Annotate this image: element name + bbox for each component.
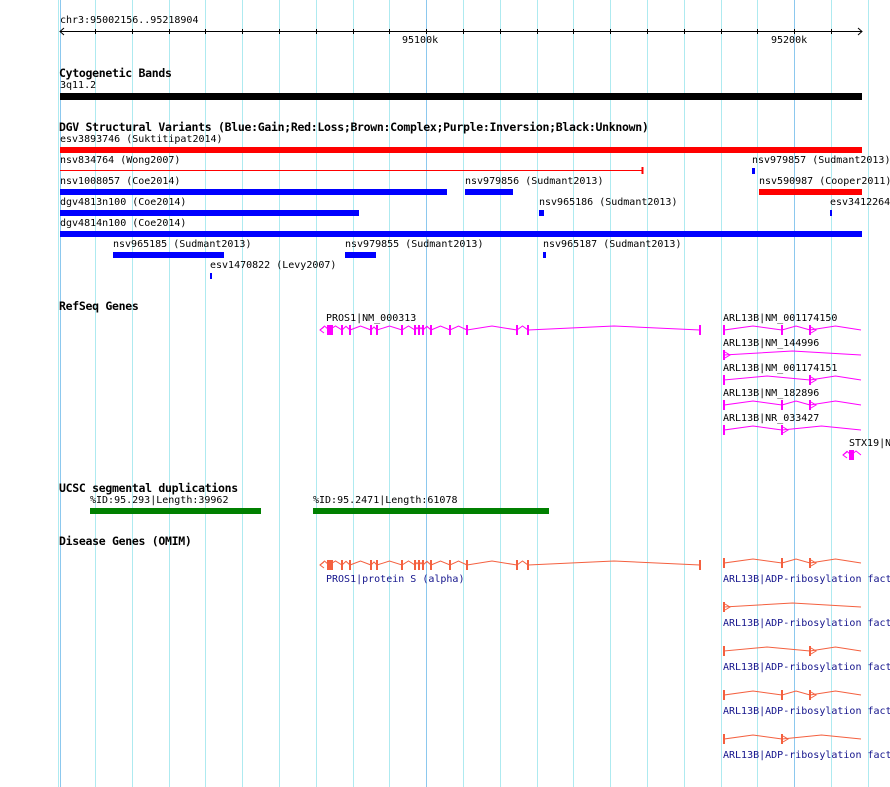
feature-label[interactable]: nsv834764 (Wong2007) bbox=[60, 155, 181, 166]
feature-label[interactable]: dgv4813n100 (Coe2014) bbox=[60, 197, 187, 208]
sv-bar[interactable] bbox=[759, 189, 862, 195]
gene-label[interactable]: STX19|N bbox=[849, 438, 890, 449]
feature-label[interactable]: esv3893746 (Suktitipat2014) bbox=[60, 134, 223, 145]
omim-gene-label[interactable]: ARL13B|ADP-ribosylation fact bbox=[723, 750, 890, 761]
gene-glyph[interactable] bbox=[723, 375, 862, 385]
intron-line bbox=[723, 325, 862, 331]
track-title-cytogenetic-bands: Cytogenetic Bands bbox=[59, 66, 172, 80]
gene-glyph[interactable] bbox=[723, 646, 862, 656]
band-label[interactable]: 3q11.2 bbox=[60, 80, 97, 91]
strand-arrow-icon bbox=[724, 351, 731, 359]
strand-arrow-icon bbox=[810, 691, 817, 699]
gene-glyph[interactable] bbox=[723, 325, 862, 335]
gene-glyph[interactable] bbox=[723, 690, 862, 700]
omim-gene-label[interactable]: ARL13B|ADP-ribosylation fact bbox=[723, 574, 890, 585]
strand-arrow-icon bbox=[319, 561, 325, 569]
segdup-bar[interactable] bbox=[313, 508, 549, 514]
gene-glyph[interactable] bbox=[723, 734, 862, 744]
sv-bar[interactable] bbox=[210, 273, 212, 279]
sv-bar[interactable] bbox=[345, 252, 376, 258]
gene-label[interactable]: ARL13B|NM_001174150 bbox=[723, 313, 838, 324]
omim-gene-label[interactable]: ARL13B|ADP-ribosylation fact bbox=[723, 706, 890, 717]
strand-arrow-icon bbox=[782, 735, 789, 743]
feature-label[interactable]: esv3412264 bbox=[830, 197, 890, 208]
omim-gene-label[interactable]: PROS1|protein S (alpha) bbox=[326, 574, 465, 585]
sv-bar[interactable] bbox=[543, 252, 546, 258]
gene-label[interactable]: ARL13B|NM_001174151 bbox=[723, 363, 838, 374]
region-label: chr3:95002156..95218904 bbox=[60, 15, 199, 26]
sv-bar[interactable] bbox=[60, 147, 862, 153]
gene-glyph[interactable] bbox=[842, 450, 862, 460]
gene-glyph[interactable] bbox=[319, 560, 701, 570]
gene-glyph[interactable] bbox=[723, 602, 862, 612]
intron-line bbox=[319, 560, 701, 566]
feature-label[interactable]: nsv979856 (Sudmant2013) bbox=[465, 176, 604, 187]
sv-bar[interactable] bbox=[60, 189, 447, 195]
sv-bar[interactable] bbox=[752, 168, 755, 174]
intron-line bbox=[723, 558, 862, 564]
exon bbox=[327, 325, 333, 335]
strand-arrow-icon bbox=[842, 451, 848, 459]
intron-line bbox=[723, 350, 862, 356]
sv-bar[interactable] bbox=[60, 210, 359, 216]
gene-label[interactable]: ARL13B|NM_182896 bbox=[723, 388, 820, 399]
sv-bar[interactable] bbox=[60, 231, 862, 237]
feature-label[interactable]: dgv4814n100 (Coe2014) bbox=[60, 218, 187, 229]
intron-line bbox=[723, 400, 862, 406]
gene-glyph[interactable] bbox=[319, 325, 701, 335]
strand-arrow-icon bbox=[810, 401, 817, 409]
feature-label[interactable]: nsv979855 (Sudmant2013) bbox=[345, 239, 484, 250]
feature-label[interactable]: nsv965185 (Sudmant2013) bbox=[113, 239, 252, 250]
gene-label[interactable]: ARL13B|NR_033427 bbox=[723, 413, 820, 424]
exon bbox=[327, 560, 333, 570]
ruler-left-arrow-icon bbox=[59, 27, 65, 36]
feature-label[interactable]: nsv1008057 (Coe2014) bbox=[60, 176, 181, 187]
feature-label[interactable]: nsv590987 (Cooper2011) bbox=[759, 176, 890, 187]
track-title-dgv: DGV Structural Variants (Blue:Gain;Red:L… bbox=[59, 120, 649, 134]
intron-line bbox=[723, 425, 862, 431]
intron-line bbox=[723, 734, 862, 740]
feature-label[interactable]: nsv965187 (Sudmant2013) bbox=[543, 239, 682, 250]
strand-arrow-icon bbox=[810, 376, 817, 384]
feature-label[interactable]: nsv965186 (Sudmant2013) bbox=[539, 197, 678, 208]
intron-line bbox=[319, 325, 701, 331]
gene-label[interactable]: ARL13B|NM_144996 bbox=[723, 338, 820, 349]
segdup-bar[interactable] bbox=[90, 508, 261, 514]
exon bbox=[849, 450, 854, 460]
ruler-tick-label: 95200k bbox=[771, 35, 808, 46]
intron-line bbox=[723, 602, 862, 608]
feature-label[interactable]: esv1470822 (Levy2007) bbox=[210, 260, 337, 271]
strand-arrow-icon bbox=[319, 326, 325, 334]
cytoband-bar[interactable] bbox=[60, 93, 862, 100]
ruler-tick-label: 95100k bbox=[402, 35, 439, 46]
strand-arrow-icon bbox=[810, 326, 817, 334]
sv-bar[interactable] bbox=[830, 210, 832, 216]
sv-bar[interactable] bbox=[539, 210, 544, 216]
segdup-label[interactable]: %ID:95.2471|Length:61078 bbox=[313, 495, 458, 506]
track-title-segmental-duplications: UCSC segmental duplications bbox=[59, 481, 238, 495]
intron-line bbox=[723, 646, 862, 652]
strand-arrow-icon bbox=[810, 559, 817, 567]
sv-bar[interactable] bbox=[465, 189, 513, 195]
strand-arrow-icon bbox=[810, 647, 817, 655]
gene-glyph[interactable] bbox=[723, 350, 862, 360]
gene-glyph[interactable] bbox=[723, 558, 862, 568]
intron-line bbox=[723, 375, 862, 381]
segdup-label[interactable]: %ID:95.293|Length:39962 bbox=[90, 495, 229, 506]
track-title-refseq-genes: RefSeq Genes bbox=[59, 299, 139, 313]
track-title-disease-genes: Disease Genes (OMIM) bbox=[59, 534, 192, 548]
gene-glyph[interactable] bbox=[723, 425, 862, 435]
ruler-right-arrow-icon bbox=[857, 27, 863, 36]
omim-gene-label[interactable]: ARL13B|ADP-ribosylation fact bbox=[723, 662, 890, 673]
feature-label[interactable]: nsv979857 (Sudmant2013) bbox=[752, 155, 890, 166]
strand-arrow-icon bbox=[782, 426, 789, 434]
gene-label[interactable]: PROS1|NM_000313 bbox=[326, 313, 417, 324]
omim-gene-label[interactable]: ARL13B|ADP-ribosylation fact bbox=[723, 618, 890, 629]
gene-glyph[interactable] bbox=[723, 400, 862, 410]
strand-arrow-icon bbox=[724, 603, 731, 611]
intron-line bbox=[723, 690, 862, 696]
sv-bar[interactable] bbox=[113, 252, 224, 258]
